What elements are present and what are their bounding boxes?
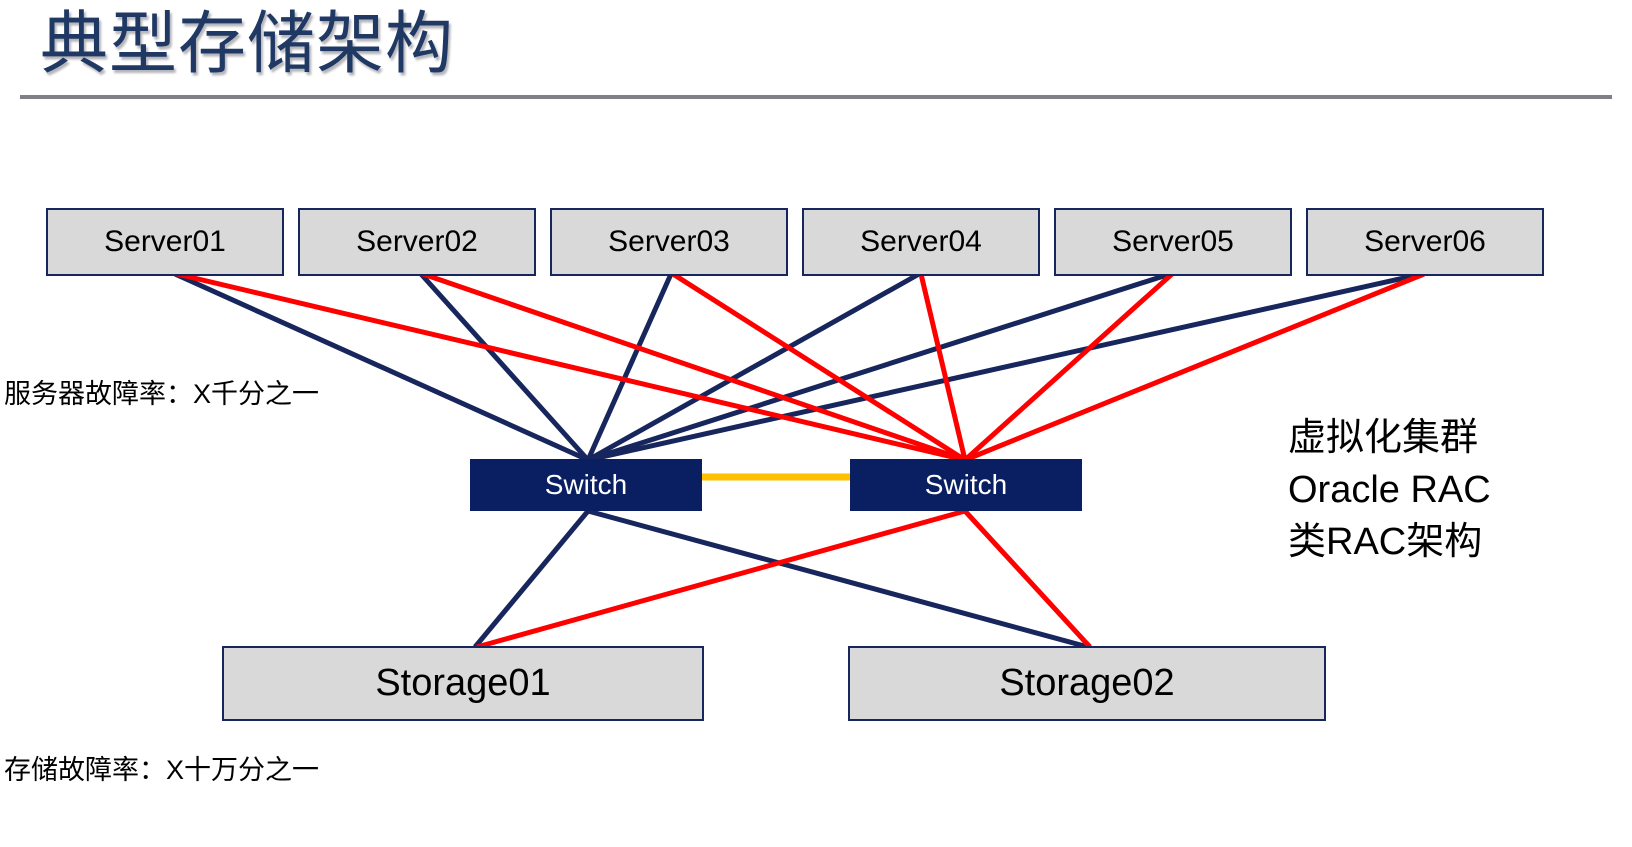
title-divider (20, 95, 1612, 99)
node-server02[interactable]: Server02 (298, 208, 536, 276)
node-label: Server01 (104, 225, 226, 258)
node-label: Switch (924, 469, 1008, 500)
link-server3-to-switch-right (671, 271, 967, 463)
link-switch-left-to-storage02 (587, 508, 1089, 650)
node-label: Storage01 (375, 662, 551, 704)
cluster-note-line-2: Oracle RAC (1288, 469, 1491, 511)
node-server01[interactable]: Server01 (46, 208, 284, 276)
node-label: Storage02 (999, 662, 1175, 704)
node-server06[interactable]: Server06 (1306, 208, 1544, 276)
link-server3-to-switch-left (585, 272, 674, 462)
cluster-note-line-1: 虚拟化集群 (1288, 417, 1479, 459)
node-server04[interactable]: Server04 (802, 208, 1040, 276)
node-storage02[interactable]: Storage02 (848, 646, 1326, 721)
server-failure-rate-note: 服务器故障率：X千分之一 (4, 379, 320, 409)
node-label: Server06 (1364, 225, 1486, 258)
storage-failure-rate-note: 存储故障率：X十万分之一 (4, 755, 320, 785)
node-switch-right[interactable]: Switch (850, 459, 1082, 511)
link-switch-right-to-storage02 (963, 509, 1092, 649)
link-switch-right-to-storage01 (476, 508, 966, 650)
node-label: Server04 (860, 225, 982, 258)
node-server05[interactable]: Server05 (1054, 208, 1292, 276)
link-server5-to-switch-right (963, 272, 1174, 462)
node-label: Switch (544, 469, 628, 500)
node-label: Server03 (608, 225, 730, 258)
cluster-note-block: 虚拟化集群 Oracle RAC 类RAC架构 (1288, 412, 1491, 568)
node-storage01[interactable]: Storage01 (222, 646, 704, 721)
cluster-note-line-3: 类RAC架构 (1288, 521, 1483, 563)
link-server1-to-switch-right (176, 271, 966, 463)
link-server4-to-switch-right (918, 273, 968, 461)
node-switch-left[interactable]: Switch (470, 459, 702, 511)
link-server2-to-switch-left (419, 272, 590, 462)
link-server1-to-switch-left (173, 271, 590, 463)
node-label: Server02 (356, 225, 478, 258)
link-server4-to-switch-left (586, 271, 921, 463)
node-server03[interactable]: Server03 (550, 208, 788, 276)
link-switch-left-to-storage01 (473, 509, 590, 649)
node-label: Server05 (1112, 225, 1234, 258)
page-title: 典型存储架构 (40, 6, 455, 82)
link-server5-to-switch-left (587, 271, 1171, 463)
link-server2-to-switch-right (422, 271, 966, 463)
